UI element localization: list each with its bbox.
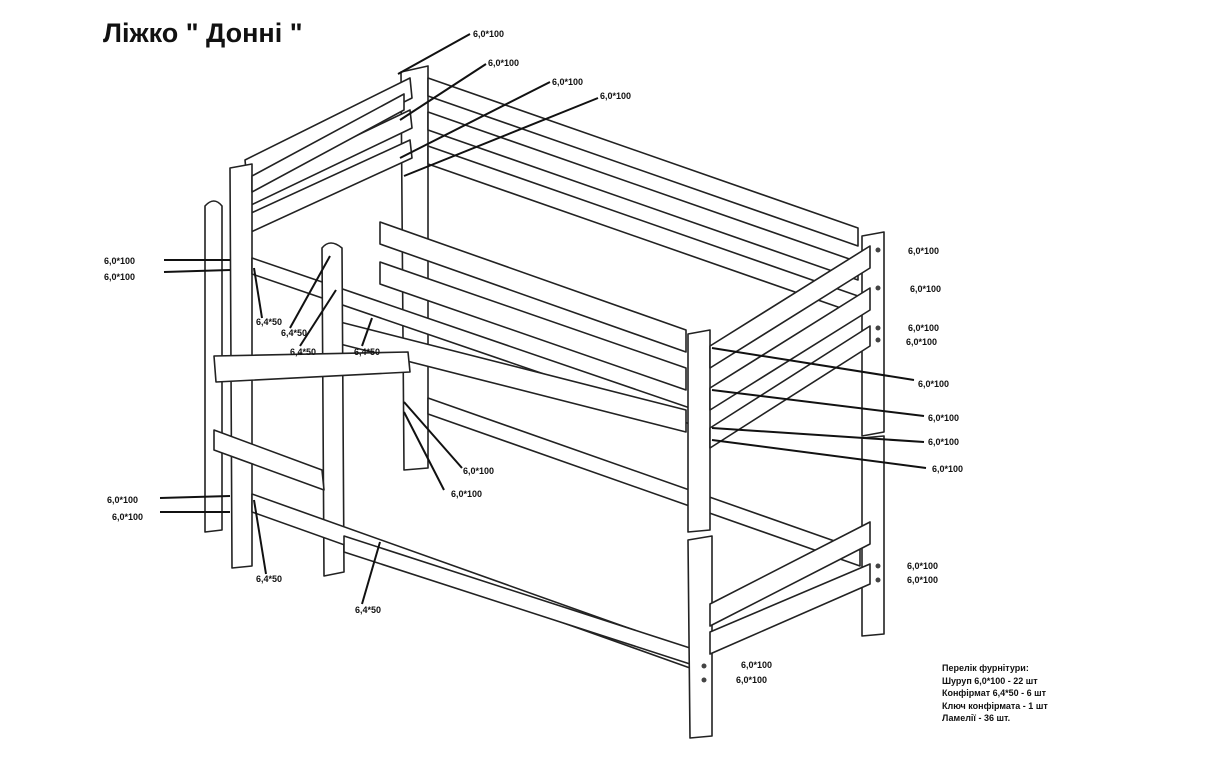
back-lower-rail	[427, 397, 861, 567]
label-screw: 6,0*100	[907, 561, 938, 571]
label-confirmat: 6,4*50	[281, 328, 307, 338]
label-screw: 6,0*100	[104, 256, 135, 266]
label-screw: 6,0*100	[907, 575, 938, 585]
left-head-rail-1	[251, 93, 405, 193]
guard-rail-3	[339, 321, 687, 433]
label-screw: 6,0*100	[932, 464, 963, 474]
hardware-list: Перелік фурнітури: Шуруп 6,0*100 - 22 шт…	[942, 662, 1048, 725]
label-screw: 6,0*100	[451, 489, 482, 499]
right-end-rail-1	[709, 245, 871, 369]
right-bottom-rail-1	[709, 521, 871, 627]
right-end-rail-2	[709, 287, 871, 411]
guard-rail-2	[379, 261, 687, 391]
label-screw: 6,0*100	[908, 246, 939, 256]
ladder-rung-2	[213, 429, 325, 491]
bed-frame	[204, 65, 885, 739]
label-screw: 6,0*100	[928, 437, 959, 447]
hardware-list-item: Шуруп 6,0*100 - 22 шт	[942, 675, 1038, 686]
label-confirmat: 6,4*50	[290, 347, 316, 357]
label-screw: 6,0*100	[112, 512, 143, 522]
label-screw: 6,0*100	[910, 284, 941, 294]
hardware-list-item: Конфірмат 6,4*50 - 6 шт	[942, 688, 1047, 698]
label-screw: 6,0*100	[107, 495, 138, 505]
hardware-list-heading: Перелік фурнітури:	[942, 663, 1029, 673]
front-right-post-bottom	[687, 535, 713, 739]
ladder-post-right	[321, 242, 345, 577]
right-bottom-rail-2	[709, 563, 871, 655]
diagram-title: Ліжко " Донні "	[103, 18, 303, 48]
label-screw: 6,0*100	[908, 323, 939, 333]
back-long-rail-1	[427, 77, 859, 247]
label-screw: 6,0*100	[552, 77, 583, 87]
confirmat-labels: 6,4*50 6,4*50 6,4*50 6,4*50 6,4*50 6,4*5…	[256, 317, 381, 615]
label-screw: 6,0*100	[918, 379, 949, 389]
label-screw: 6,0*100	[741, 660, 772, 670]
ladder-rung-1	[213, 351, 411, 383]
hardware-list-item: Ламелії - 36 шт.	[942, 713, 1011, 723]
leader-lines	[159, 33, 927, 605]
label-screw: 6,0*100	[488, 58, 519, 68]
label-screw: 6,0*100	[104, 272, 135, 282]
label-screw: 6,0*100	[600, 91, 631, 101]
hardware-list-item: Ключ конфірмата - 1 шт	[942, 700, 1048, 711]
front-right-post-top	[687, 329, 711, 533]
right-end-rail-3	[709, 325, 871, 449]
label-screw: 6,0*100	[736, 675, 767, 685]
back-long-rail-2	[427, 111, 859, 281]
bottom-side-rail-2	[343, 535, 691, 665]
screw-labels: 6,0*100 6,0*100 6,0*100 6,0*100 6,0*100 …	[104, 29, 963, 685]
label-screw: 6,0*100	[928, 413, 959, 423]
label-confirmat: 6,4*50	[256, 317, 282, 327]
label-confirmat: 6,4*50	[256, 574, 282, 584]
label-screw: 6,0*100	[473, 29, 504, 39]
label-confirmat: 6,4*50	[354, 347, 380, 357]
screw-markers	[701, 247, 881, 683]
guard-rail-1	[379, 221, 687, 353]
label-screw: 6,0*100	[463, 466, 494, 476]
rear-right-post-top	[861, 231, 885, 437]
label-screw: 6,0*100	[906, 337, 937, 347]
label-confirmat: 6,4*50	[355, 605, 381, 615]
